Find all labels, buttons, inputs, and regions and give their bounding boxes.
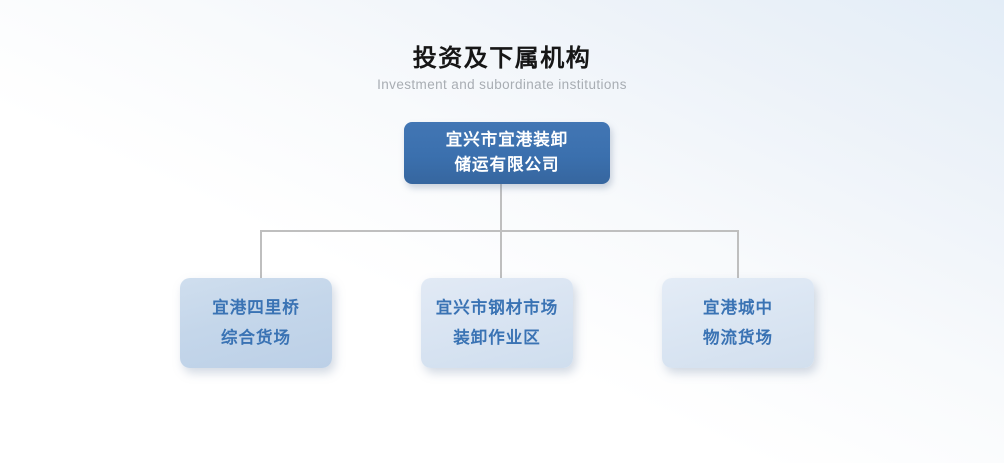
org-child-label-line1: 宜港四里桥 [212,299,300,317]
org-child-label-line1: 宜兴市钢材市场 [435,299,559,317]
connector-drop-right [737,230,739,278]
org-root-label-line2: 储运有限公司 [454,156,560,174]
org-child-box-steel-market-area: 宜兴市钢材市场 装卸作业区 [421,278,573,368]
page-title: 投资及下属机构 [412,45,592,72]
connector-horizontal [260,230,739,232]
page-header: 投资及下属机构 Investment and subordinate insti… [0,44,1004,93]
org-child-box-sili-bridge-yard: 宜港四里桥 综合货场 [180,278,332,368]
org-child-box-chengzhong-logistics: 宜港城中 物流货场 [662,278,814,368]
org-child-label-line2: 综合货场 [221,329,291,347]
org-root-label-line1: 宜兴市宜港装卸 [445,131,569,149]
org-child-label-line1: 宜港城中 [703,299,773,317]
org-root-box: 宜兴市宜港装卸 储运有限公司 [404,122,610,184]
connector-drop-left [260,230,262,278]
org-child-label-line2: 物流货场 [703,329,773,347]
page-subtitle: Investment and subordinate institutions [377,77,627,92]
org-child-label-line2: 装卸作业区 [453,329,541,347]
